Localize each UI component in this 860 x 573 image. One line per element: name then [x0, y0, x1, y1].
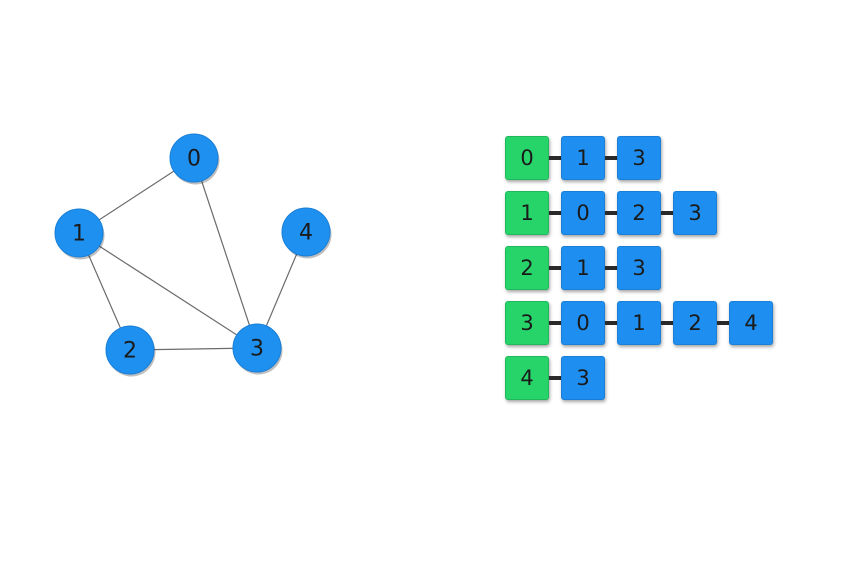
adj-neighbor-cell: 2 [617, 191, 661, 235]
graph-node-0: 0 [169, 133, 220, 185]
node-label: 3 [250, 337, 264, 362]
edges-layer [78, 157, 307, 351]
node-circle [281, 207, 331, 257]
adj-head-cell: 3 [505, 301, 549, 345]
edge-1-3 [78, 232, 258, 349]
node-circle [169, 133, 219, 183]
adj-neighbor-cell: 3 [673, 191, 717, 235]
node-circle [54, 208, 104, 258]
adj-neighbor-cell: 2 [673, 301, 717, 345]
adj-head-cell: 2 [505, 246, 549, 290]
node-label: 2 [123, 339, 137, 364]
adj-link [549, 321, 561, 325]
adj-link [661, 211, 673, 215]
graph-node-2: 2 [105, 325, 156, 377]
adj-neighbor-cell: 3 [617, 246, 661, 290]
adj-link [549, 211, 561, 215]
adj-link [717, 321, 729, 325]
node-label: 1 [72, 222, 86, 247]
adj-link [605, 156, 617, 160]
adj-head-cell: 4 [505, 356, 549, 400]
graph-node-1: 1 [54, 208, 105, 260]
node-label: 4 [299, 221, 313, 246]
graph-node-3: 3 [232, 323, 283, 375]
node-circle [232, 323, 282, 373]
adj-link [605, 211, 617, 215]
adj-link [549, 156, 561, 160]
adj-link [549, 266, 561, 270]
adj-link [549, 376, 561, 380]
adj-neighbor-cell: 4 [729, 301, 773, 345]
node-circle [105, 325, 155, 375]
nodes-layer: 0 1 2 3 4 [54, 133, 332, 377]
adj-link [605, 321, 617, 325]
adj-link [661, 321, 673, 325]
adj-neighbor-cell: 0 [561, 191, 605, 235]
edge-0-3 [193, 157, 258, 349]
node-label: 0 [187, 147, 201, 172]
adj-neighbor-cell: 1 [561, 136, 605, 180]
adj-neighbor-cell: 3 [561, 356, 605, 400]
adj-neighbor-cell: 3 [617, 136, 661, 180]
adj-neighbor-cell: 0 [561, 301, 605, 345]
adj-head-cell: 1 [505, 191, 549, 235]
adj-head-cell: 0 [505, 136, 549, 180]
graph-node-4: 4 [281, 207, 332, 259]
adj-neighbor-cell: 1 [617, 301, 661, 345]
adj-link [605, 266, 617, 270]
adj-neighbor-cell: 1 [561, 246, 605, 290]
